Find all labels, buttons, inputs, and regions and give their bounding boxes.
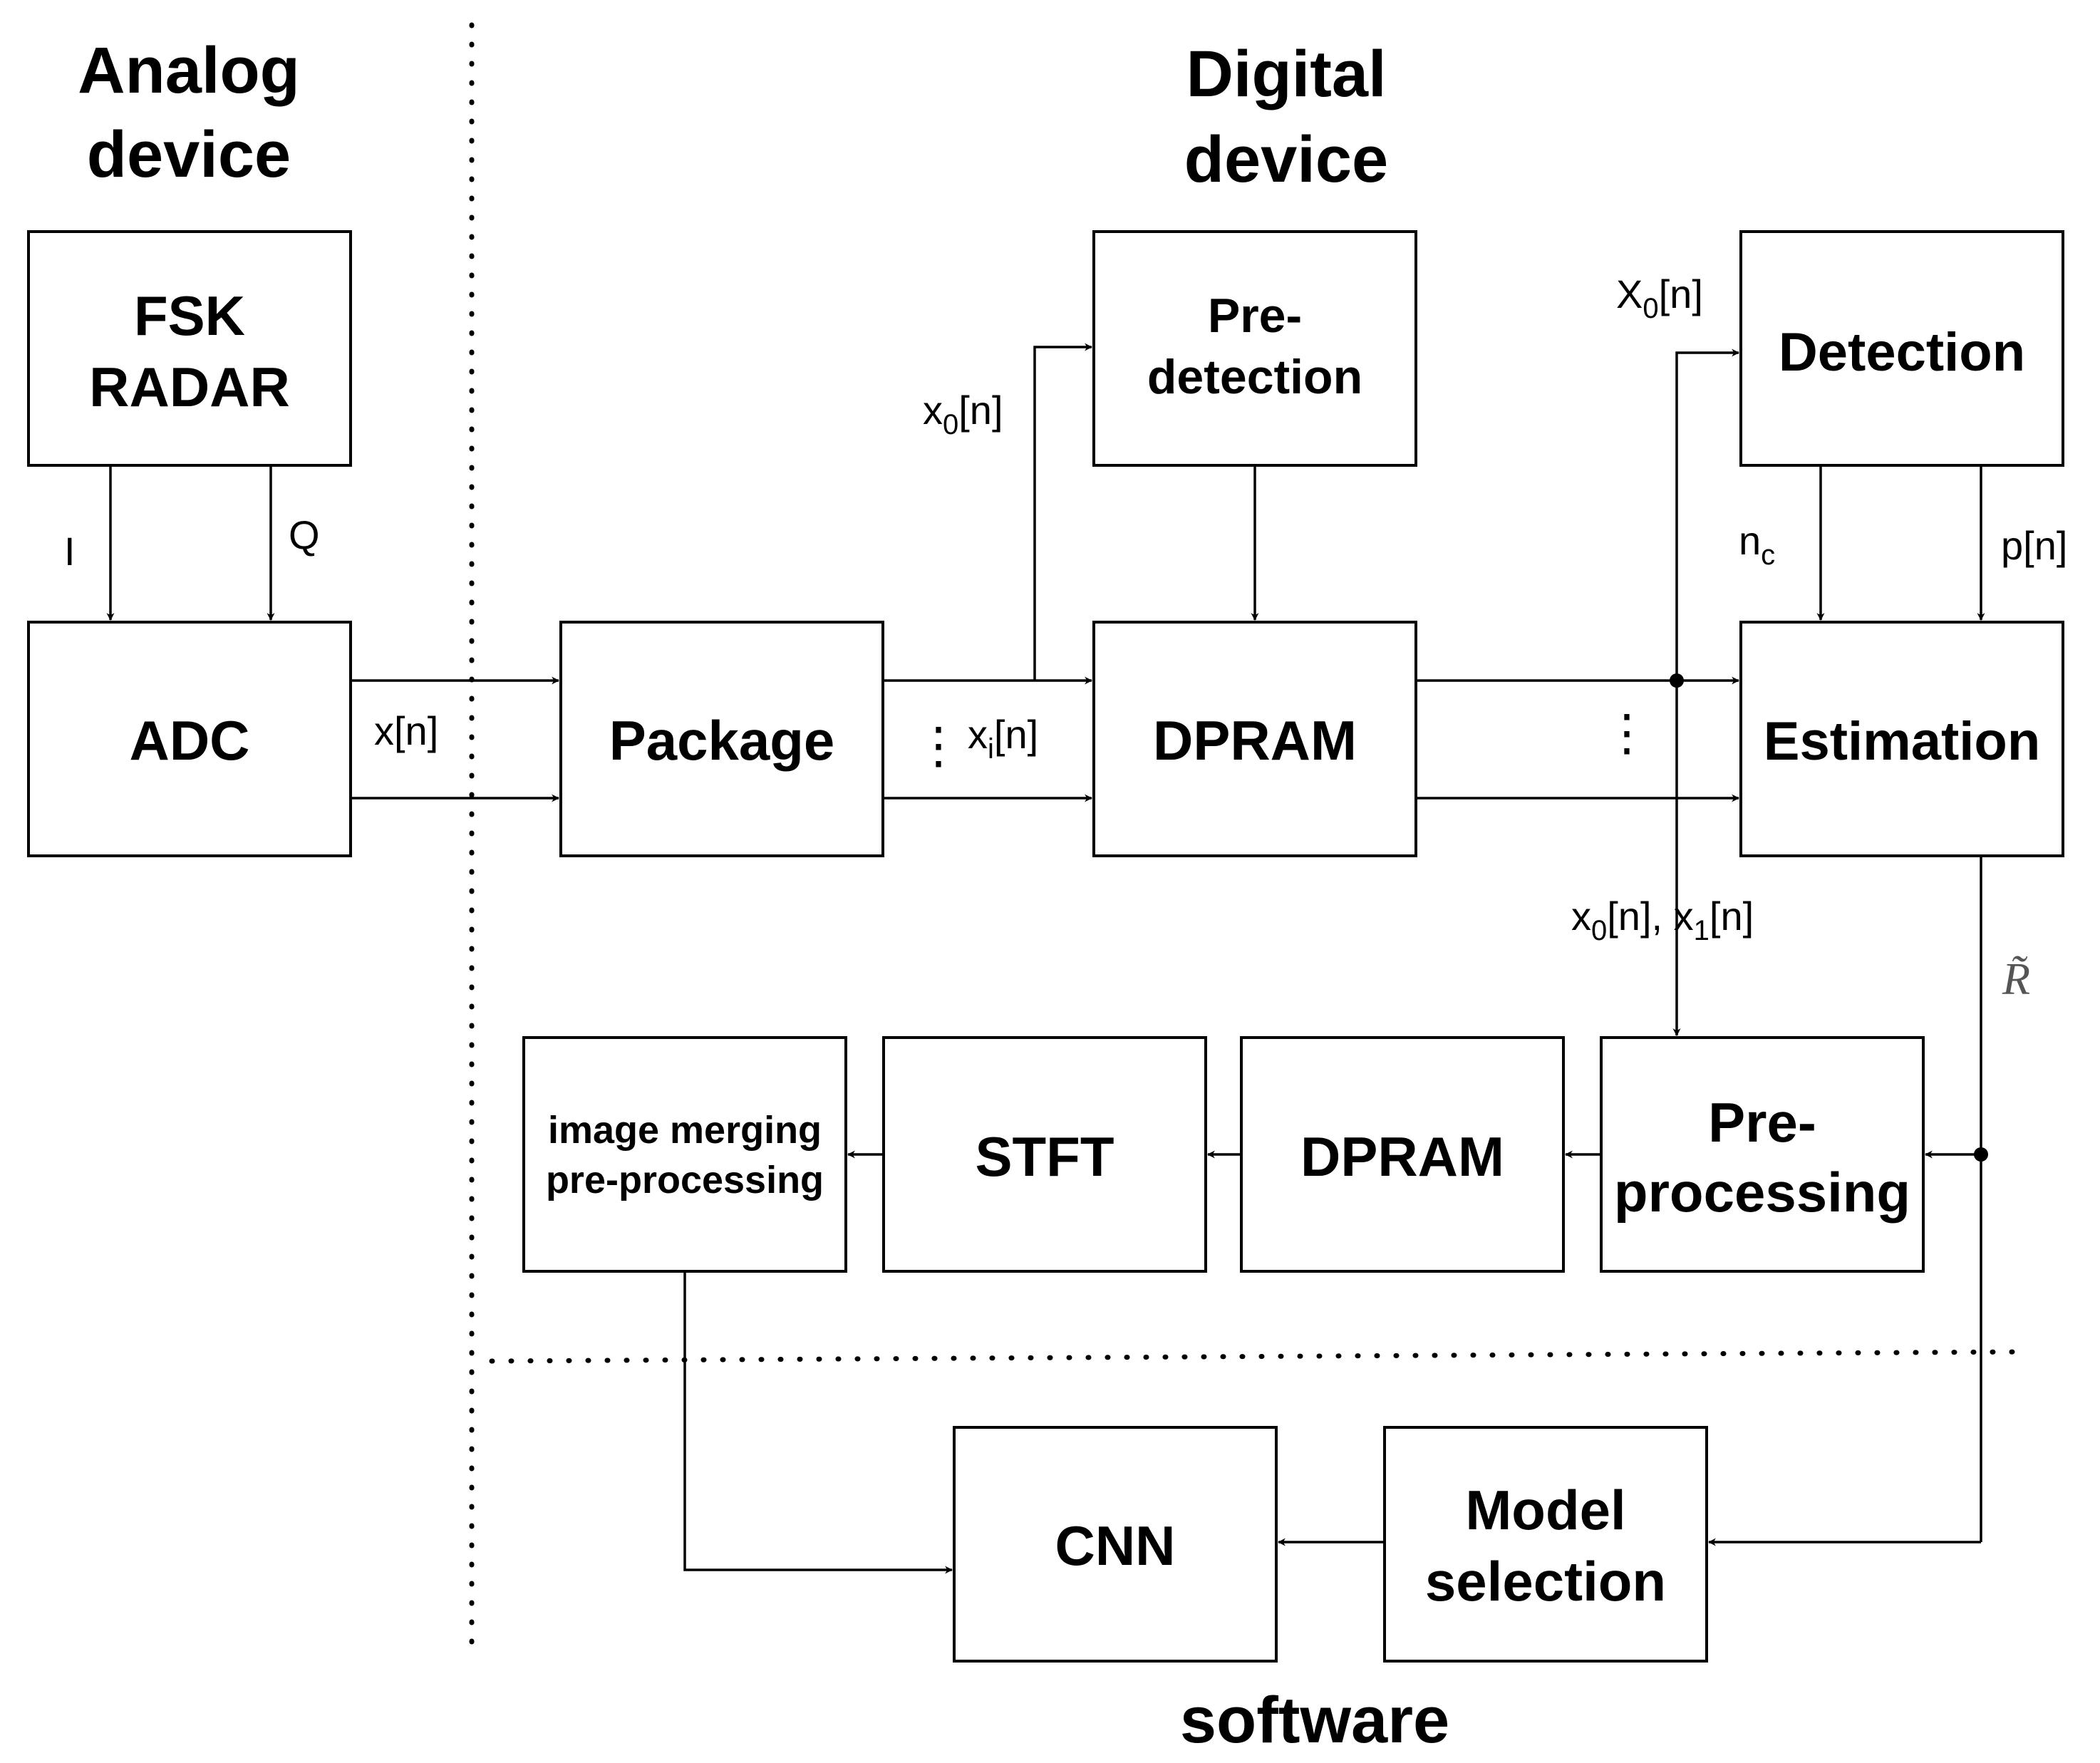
pre-detection-block: Pre- detection [1092,230,1417,467]
dpram-bottom-block: DPRAM [1240,1036,1565,1273]
X0-to-detection-arrow [1675,348,1740,681]
analog-section-title-line2: device [87,118,291,191]
X0-signal-label: X0[n] [1616,272,1703,324]
pn-signal-label: p[n] [2001,523,2067,568]
adc-block: ADC [27,621,352,857]
estimation-block: Estimation [1739,621,2064,857]
detection-block: Detection [1739,230,2064,467]
svg-text:Detection: Detection [1779,322,2025,383]
q-signal-label: Q [289,512,320,557]
i-signal-label: I [64,529,76,574]
nc-signal-label: nc [1739,518,1775,571]
svg-text:pre-processing: pre-processing [546,1159,824,1201]
svg-text:processing: processing [1614,1161,1910,1224]
svg-text:DPRAM: DPRAM [1300,1125,1504,1188]
image-merging-block: image merging pre-processing [522,1036,847,1273]
stft-block: STFT [882,1036,1207,1273]
digital-section-title: Digital [1186,38,1386,110]
r-tilde-label: R̃ [2002,953,2030,1004]
x0-to-pre-detection-arrow [1033,343,1093,681]
hardware-software-separator [489,1349,2027,1364]
xn-signal-label: x[n] [374,708,438,753]
svg-text:DPRAM: DPRAM [1153,709,1357,772]
cnn-block: CNN [953,1426,1278,1663]
package-block: Package [559,621,884,857]
svg-text:Package: Package [609,709,835,772]
software-section-title: software [1180,1684,1449,1757]
fsk-radar-block: FSK RADAR [27,230,352,467]
xi-signal-label: xi[n] [968,712,1038,765]
dpram-top-block: DPRAM [1092,621,1417,857]
x0-signal-label: x0[n] [923,388,1003,440]
svg-text:Pre-: Pre- [1208,289,1302,343]
svg-text:selection: selection [1425,1550,1666,1613]
svg-text:CNN: CNN [1055,1514,1176,1577]
model-selection-block: Model selection [1383,1426,1708,1663]
svg-text:Model: Model [1465,1479,1625,1541]
digital-section-title-line2: device [1184,123,1388,196]
x0-x1-signal-label: x0[n], x1[n] [1571,894,1754,946]
dpram-output-vdots: ⋮ [1602,705,1652,760]
svg-text:ADC: ADC [130,709,250,772]
pre-processing-block: Pre- processing [1600,1036,1925,1273]
svg-text:STFT: STFT [976,1125,1114,1188]
image-merging-to-cnn-arrow [683,1271,953,1574]
svg-text:Estimation: Estimation [1764,711,2041,772]
svg-text:FSK: FSK [134,284,245,347]
svg-text:detection: detection [1147,350,1362,404]
svg-text:RADAR: RADAR [89,356,290,418]
svg-text:Pre-: Pre- [1708,1091,1816,1154]
svg-text:image merging: image merging [548,1109,822,1152]
analog-section-title: Analog [78,34,300,107]
package-output-vdots: ⋮ [914,718,963,773]
